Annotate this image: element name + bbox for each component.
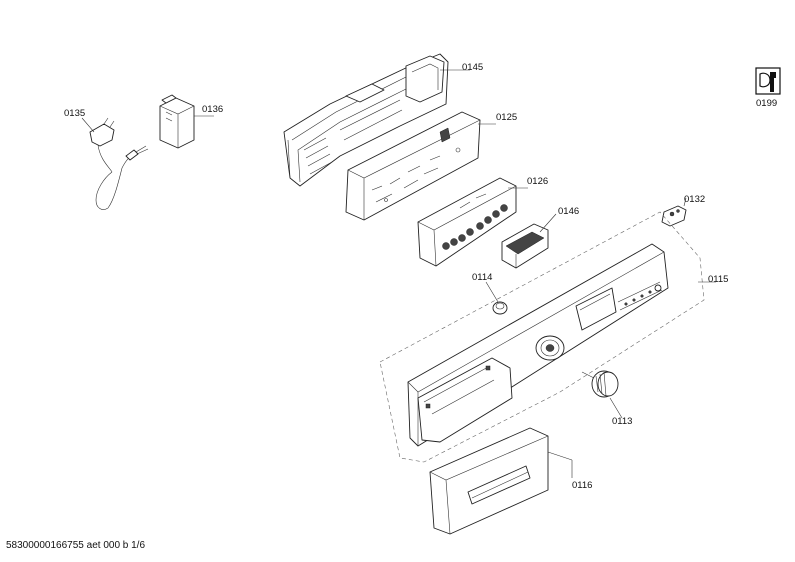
label-0125: 0125 [496, 112, 517, 123]
control-panel-fascia-part [379, 211, 705, 463]
wrench-service-icon [755, 67, 781, 95]
detergent-drawer-handle-part [429, 427, 549, 535]
label-0126: 0126 [527, 176, 548, 187]
label-0113: 0113 [612, 416, 632, 427]
power-cord-part [89, 117, 149, 210]
program-knob-part [581, 370, 619, 398]
control-module-pcb-part [417, 177, 517, 267]
label-0136: 0136 [202, 104, 223, 115]
label-0145: 0145 [462, 62, 483, 73]
button-knob-part [492, 301, 508, 315]
label-0132: 0132 [684, 194, 705, 205]
label-0114: 0114 [472, 272, 492, 283]
label-0135: 0135 [64, 108, 85, 119]
power-module-pcb-part [345, 111, 481, 221]
leader-0135 [81, 117, 95, 133]
leader-0116 [547, 451, 573, 461]
display-module-part [501, 223, 549, 269]
module-housing-part [283, 53, 449, 187]
leader-0113 [609, 397, 623, 419]
label-0115: 0115 [708, 274, 728, 285]
label-0199: 0199 [756, 98, 777, 109]
leader-0132 [683, 197, 687, 207]
pcb-buttons [442, 204, 508, 250]
leader-0114 [485, 281, 499, 303]
leader-0146 [539, 213, 557, 233]
document-footer-code: 58300000166755 aet 000 b 1/6 [6, 540, 146, 551]
interference-filter-part [159, 94, 195, 149]
label-0146: 0146 [558, 206, 579, 217]
small-clip-part [661, 205, 687, 227]
label-0116: 0116 [572, 480, 592, 491]
